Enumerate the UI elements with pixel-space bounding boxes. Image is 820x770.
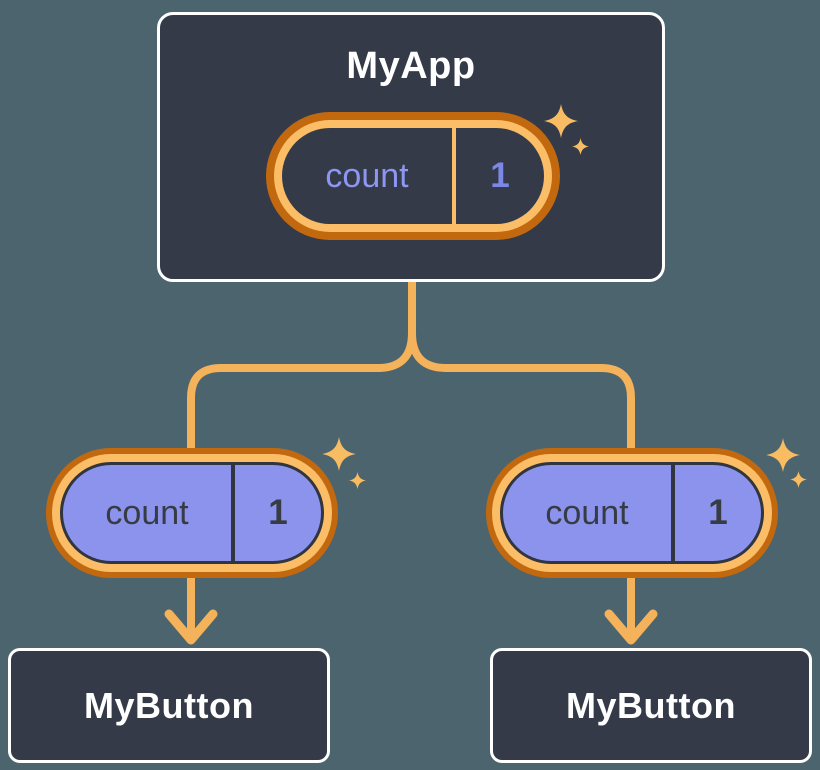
prop-pill-ring-outer: count 1 bbox=[46, 448, 338, 578]
arrow-down-right-icon bbox=[604, 609, 658, 645]
connector-right-branch bbox=[408, 278, 635, 641]
prop-pill-divider bbox=[231, 465, 235, 561]
node-mybutton-left: MyButton bbox=[8, 648, 330, 763]
prop-pill-right: count 1 bbox=[486, 448, 778, 578]
node-title: MyButton bbox=[84, 684, 254, 726]
prop-value: 1 bbox=[268, 493, 288, 532]
state-pill-divider bbox=[452, 128, 456, 224]
prop-pill-core: count 1 bbox=[500, 462, 764, 564]
arrow-down-left-icon bbox=[164, 609, 218, 645]
sparkle-icon bbox=[766, 438, 800, 472]
prop-pill-divider bbox=[671, 465, 675, 561]
prop-pill-left: count 1 bbox=[46, 448, 338, 578]
state-pill-ring-outer: count 1 bbox=[266, 112, 560, 240]
node-title: MyButton bbox=[566, 684, 736, 726]
state-value: 1 bbox=[490, 156, 510, 195]
prop-pill-ring-outer: count 1 bbox=[486, 448, 778, 578]
sparkle-icon bbox=[790, 471, 807, 488]
sparkle-icon bbox=[572, 138, 589, 155]
node-title: MyApp bbox=[346, 45, 476, 87]
prop-value: 1 bbox=[708, 493, 728, 532]
state-pill-ring-inner: count 1 bbox=[274, 120, 552, 232]
prop-pill-core: count 1 bbox=[60, 462, 324, 564]
prop-name: count bbox=[105, 493, 189, 532]
prop-name: count bbox=[545, 493, 629, 532]
sparkle-icon bbox=[544, 104, 578, 138]
sparkle-icon bbox=[322, 437, 356, 471]
state-pill: count 1 bbox=[266, 112, 560, 240]
node-mybutton-right: MyButton bbox=[490, 648, 812, 763]
state-name: count bbox=[325, 156, 409, 195]
prop-pill-ring-inner: count 1 bbox=[52, 454, 332, 572]
state-pill-core: count 1 bbox=[282, 128, 544, 224]
sparkle-icon bbox=[349, 472, 366, 489]
prop-pill-ring-inner: count 1 bbox=[492, 454, 772, 572]
